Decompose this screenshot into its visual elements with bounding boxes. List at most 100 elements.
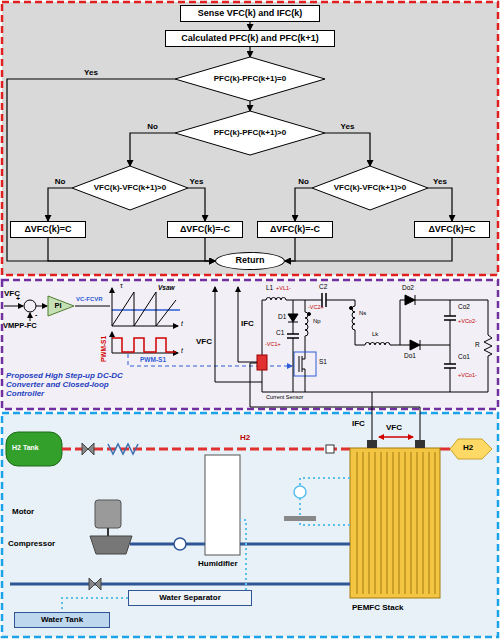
signal-label: H2 Tank [12, 444, 39, 452]
h2-pipe [62, 448, 350, 451]
coolant-pump [294, 486, 306, 498]
flow-connector [249, 101, 250, 111]
signal-label: + [16, 295, 20, 303]
branch-label: No [146, 123, 159, 132]
shape [175, 57, 325, 101]
signal-label: IFC [352, 420, 365, 429]
flow-connector [249, 47, 250, 57]
branch-label: Yes [83, 69, 99, 78]
capacitor-c1 [287, 334, 299, 338]
wire [355, 330, 365, 345]
process-box: ΔVFC(k)=-C [257, 221, 333, 238]
signal-label: PWM-S1 [100, 336, 107, 362]
signal-label: Do1 [404, 352, 416, 359]
shape [72, 166, 188, 210]
flow-connector [48, 188, 72, 221]
stack-wire [250, 363, 420, 440]
signal-label: VFC [196, 338, 212, 347]
signal-label: PEMFC Stack [352, 604, 404, 613]
vfc-arrow [215, 287, 262, 382]
signal-label: +VL1- [276, 285, 291, 291]
signal-label: - [35, 311, 37, 319]
pump [174, 538, 186, 550]
signal-label: IFC [241, 320, 254, 329]
flow-connector [249, 22, 250, 30]
pwm-axis [112, 332, 113, 353]
wire [450, 368, 451, 392]
signal-label: VMPP-FC [3, 322, 37, 330]
wire [305, 300, 306, 312]
flow-connector [285, 238, 452, 261]
mppt-panel [2, 2, 498, 275]
wire [420, 345, 450, 346]
compressor [90, 536, 132, 554]
pi-controller: PI [48, 296, 74, 316]
vfc-arrow [379, 436, 413, 438]
valve [82, 443, 94, 455]
input-wire [4, 306, 23, 307]
node-text: PFC(k)-PFC(k+1)>0 [214, 129, 286, 138]
flow-connector [130, 133, 175, 166]
decision-diamond: VFC(k)-VFC(k+1)>0 [72, 166, 188, 210]
signal-label: Do2 [402, 284, 414, 291]
node-text: Water Tank [41, 616, 83, 625]
wire [293, 322, 294, 334]
summing-junction [24, 300, 36, 312]
decision-diamond: PFC(k)-PFC(k+1)>0 [175, 111, 325, 155]
flow-connector [285, 238, 295, 261]
signal-label: Np [313, 318, 321, 325]
signal-label: τ [120, 282, 123, 290]
signal-label: Compressor [8, 540, 55, 549]
dot [350, 307, 353, 310]
air-line [130, 543, 350, 546]
winding-np [305, 312, 308, 336]
wire [450, 300, 451, 316]
process-box: ΔVFC(k)=C [414, 221, 490, 238]
signal-label: -VC2+ [308, 304, 324, 310]
signal-label: VFC [386, 424, 402, 433]
resistor-r [484, 335, 492, 356]
wire [293, 338, 294, 392]
node-text: Water Separator [159, 594, 221, 603]
flow-connector [188, 188, 205, 221]
signal-label: PWM-S1 [140, 356, 166, 363]
signal-label: Proposed High Step-up DC-DC Converter an… [6, 372, 126, 398]
signal-label: D1 [278, 313, 286, 320]
controller [4, 288, 292, 366]
signal-label: C1 [276, 329, 284, 336]
signal-label: Current Sensor [266, 394, 303, 400]
capacitor-co1 [444, 364, 456, 368]
wire [305, 336, 306, 359]
humidifier [205, 455, 240, 555]
diode-do1 [410, 340, 420, 350]
process-box: Calculated PFC(k) and PFC(k+1) [165, 30, 335, 47]
node-text: Return [236, 256, 265, 266]
inductor-lk [365, 343, 390, 346]
node-text: ΔVFC(k)=C [428, 225, 475, 235]
signal-label: t [181, 320, 183, 328]
signal-label: +VCo1- [458, 372, 477, 378]
signal-label: Motor [12, 508, 34, 517]
signal-label: Vsaw [158, 284, 175, 291]
signal-label: -VC1+ [265, 341, 281, 347]
branch-label: Yes [189, 178, 205, 187]
exhaust-line [10, 583, 350, 586]
node-text: Calculated PFC(k) and PFC(k+1) [181, 34, 318, 44]
flow-connector [428, 188, 452, 221]
wire [286, 300, 322, 301]
flow-connector [295, 188, 312, 221]
error-wire [36, 306, 47, 307]
node-text: ΔVFC(k)=-C [270, 225, 320, 235]
water-separator: Water Separator [128, 590, 252, 606]
branch-label: No [297, 178, 310, 187]
pemfc-stack [350, 448, 440, 598]
winding-ns [352, 306, 355, 330]
h2-outlet [450, 439, 492, 459]
process-box: ΔVFC(k)=C [10, 221, 86, 238]
wire [390, 300, 410, 345]
wire [326, 300, 355, 306]
valve [89, 578, 101, 590]
signal-label: t [181, 347, 183, 355]
sawtooth [112, 292, 176, 326]
wire [450, 320, 451, 364]
